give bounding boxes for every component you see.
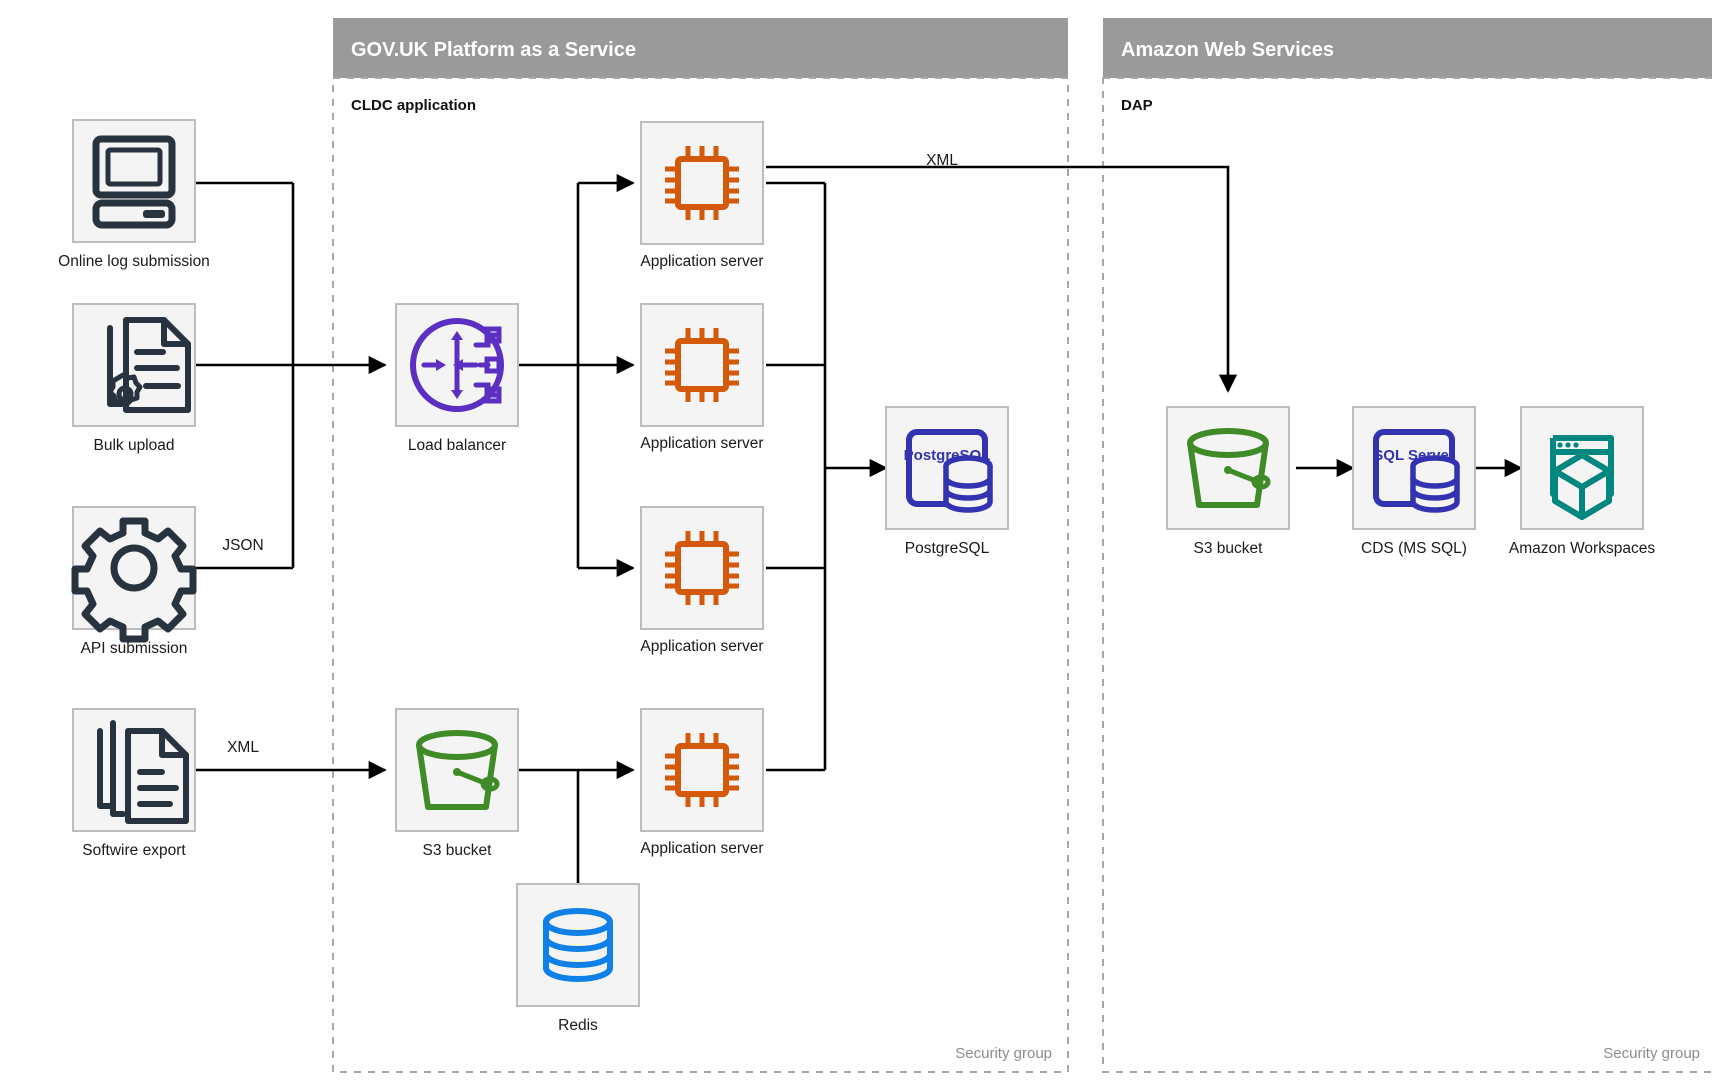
node-amazon-workspaces-label: Amazon Workspaces	[1509, 540, 1655, 557]
node-s3-bucket-aws[interactable]: S3 bucket	[1166, 406, 1290, 557]
desktop-computer-icon	[92, 135, 176, 229]
node-load-balancer-label: Load balancer	[408, 437, 506, 454]
edge-label-xml-input: XML	[227, 739, 259, 756]
node-app-server-2-box	[640, 303, 764, 427]
node-app-server-4-label: Application server	[640, 840, 763, 857]
node-app-server-1[interactable]: Application server	[640, 121, 764, 270]
node-postgresql-label: PostgreSQL	[905, 540, 990, 557]
edge-label-xml-export: XML	[926, 152, 958, 169]
node-bulk-upload[interactable]: Bulk upload	[72, 303, 196, 454]
zone-aws: Amazon Web Services DAP Security group	[1102, 18, 1712, 1073]
node-amazon-workspaces[interactable]: Amazon Workspaces	[1509, 406, 1655, 557]
edge-label-json: JSON	[222, 537, 263, 554]
amazon-workspaces-icon	[1550, 435, 1614, 520]
node-app-server-3[interactable]: Application server	[640, 506, 764, 655]
cpu-chip-icon	[665, 146, 739, 220]
s3-bucket-icon	[1187, 428, 1271, 508]
node-app-server-4[interactable]: Application server	[640, 708, 764, 857]
zone-paas-dashed-boundary	[332, 77, 1069, 1073]
zone-paas-security-group-label: Security group	[955, 1045, 1052, 1062]
zone-paas-header-bar	[333, 18, 1068, 78]
load-balancer-icon	[410, 318, 504, 412]
edge-app1-xml-to-aws-s3	[766, 165, 1238, 393]
zone-paas-title: GOV.UK Platform as a Service	[351, 39, 636, 61]
node-redis-box	[516, 883, 640, 1007]
node-redis-label: Redis	[558, 1017, 598, 1034]
node-softwire-export-box	[72, 708, 196, 832]
cpu-chip-icon	[665, 733, 739, 807]
node-softwire-export-label: Softwire export	[82, 842, 186, 859]
node-softwire-export[interactable]: Softwire export	[72, 708, 196, 859]
zone-paas-subtitle: CLDC application	[351, 97, 476, 114]
cpu-chip-icon	[665, 328, 739, 402]
node-cds-ms-sql-label: CDS (MS SQL)	[1361, 540, 1467, 557]
node-postgresql[interactable]: PostgreSQL PostgreSQL	[885, 406, 1009, 557]
node-app-server-2-label: Application server	[640, 435, 763, 452]
node-bulk-upload-label: Bulk upload	[93, 437, 174, 454]
node-api-submission[interactable]: API submission	[71, 506, 197, 657]
zone-aws-header-bar	[1103, 18, 1712, 78]
postgresql-icon: PostgreSQL	[904, 429, 993, 513]
sql-server-icon: SQL Server	[1373, 429, 1460, 513]
node-online-log-submission[interactable]: Online log submission	[58, 119, 210, 270]
node-api-submission-label: API submission	[81, 640, 188, 657]
node-app-server-2[interactable]: Application server	[640, 303, 764, 452]
node-app-server-4-box	[640, 708, 764, 832]
s3-bucket-icon	[416, 730, 500, 810]
node-load-balancer[interactable]: Load balancer	[395, 303, 519, 454]
redis-database-icon	[543, 908, 613, 982]
node-online-log-submission-label: Online log submission	[58, 253, 210, 270]
node-cds-ms-sql[interactable]: SQL Server CDS (MS SQL)	[1352, 406, 1476, 557]
node-redis[interactable]: Redis	[516, 883, 640, 1034]
zone-aws-subtitle: DAP	[1121, 97, 1153, 114]
node-s3-bucket-paas[interactable]: S3 bucket	[395, 708, 519, 859]
node-app-server-1-box	[640, 121, 764, 245]
zone-paas: GOV.UK Platform as a Service CLDC applic…	[332, 18, 1069, 1073]
connectors	[193, 165, 1523, 905]
document-gear-icon	[107, 317, 191, 413]
node-app-server-1-label: Application server	[640, 253, 763, 270]
gear-icon	[71, 517, 197, 643]
zone-aws-title: Amazon Web Services	[1121, 39, 1334, 61]
node-app-server-3-box	[640, 506, 764, 630]
zone-aws-security-group-label: Security group	[1603, 1045, 1700, 1062]
cpu-chip-icon	[665, 531, 739, 605]
node-app-server-3-label: Application server	[640, 638, 763, 655]
node-s3-bucket-aws-label: S3 bucket	[1194, 540, 1264, 557]
document-stack-icon	[97, 720, 189, 824]
node-s3-bucket-paas-label: S3 bucket	[423, 842, 493, 859]
